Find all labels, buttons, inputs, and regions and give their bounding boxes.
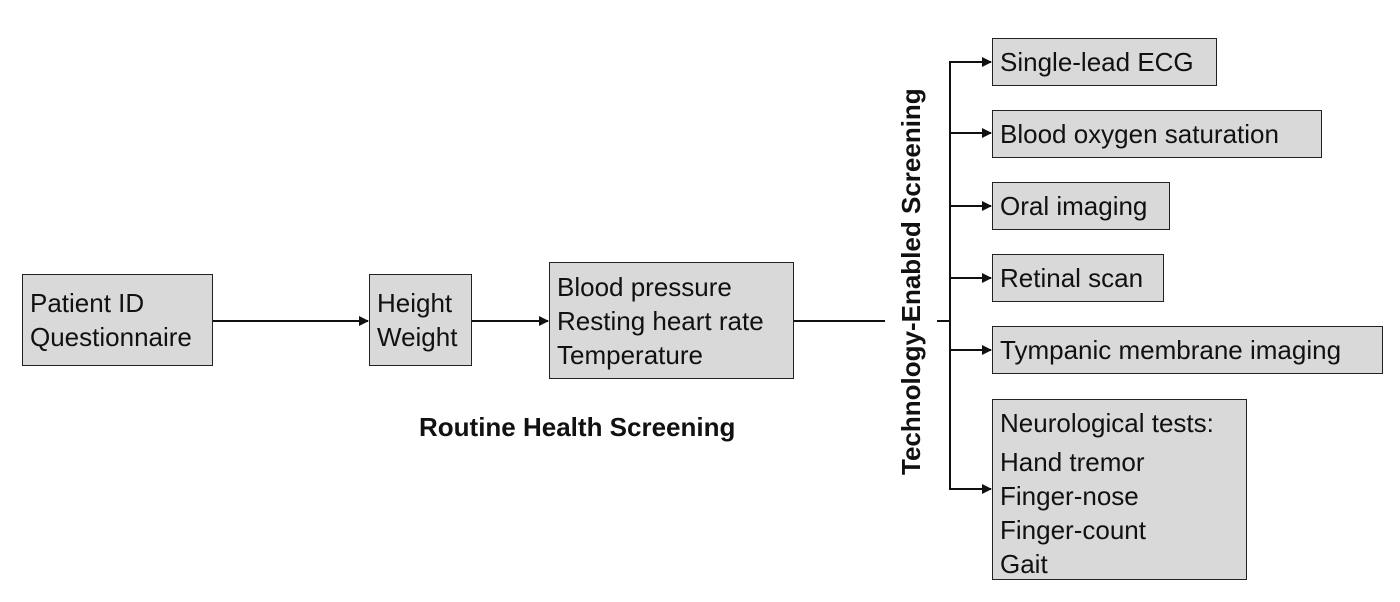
blood-pressure-text: Blood pressure (557, 272, 732, 302)
temperature-text: Temperature (557, 340, 703, 370)
neurological-tests-box: Neurological tests: Hand tremor Finger-n… (992, 399, 1247, 580)
tympanic-imaging-text: Tympanic membrane imaging (1000, 335, 1342, 365)
questionnaire-text: Questionnaire (30, 322, 192, 352)
single-lead-ecg-text: Single-lead ECG (1000, 47, 1194, 77)
resting-heart-rate-text: Resting heart rate (557, 306, 764, 336)
oral-imaging-text: Oral imaging (1000, 191, 1148, 221)
single-lead-ecg-box: Single-lead ECG (992, 38, 1217, 86)
gait-text: Gait (1000, 549, 1048, 579)
tympanic-imaging-box: Tympanic membrane imaging (992, 326, 1383, 374)
patient-id-box: Patient ID Questionnaire (22, 274, 213, 366)
height-weight-box: Height Weight (369, 274, 472, 366)
weight-text: Weight (377, 322, 458, 352)
oral-imaging-box: Oral imaging (992, 182, 1170, 230)
retinal-scan-box: Retinal scan (992, 254, 1164, 302)
technology-screening-label: Technology-Enabled Screening (896, 88, 926, 475)
vitals-box: Blood pressure Resting heart rate Temper… (549, 262, 794, 379)
blood-oxygen-box: Blood oxygen saturation (992, 110, 1322, 158)
finger-nose-text: Finger-nose (1000, 481, 1139, 511)
routine-screening-label: Routine Health Screening (419, 412, 736, 442)
retinal-scan-text: Retinal scan (1000, 263, 1144, 293)
finger-count-text: Finger-count (1000, 515, 1146, 545)
hand-tremor-text: Hand tremor (1000, 447, 1145, 477)
height-text: Height (377, 288, 453, 318)
blood-oxygen-text: Blood oxygen saturation (1000, 119, 1279, 149)
neurological-title-text: Neurological tests: (1000, 408, 1214, 438)
patient-id-text: Patient ID (30, 288, 145, 318)
